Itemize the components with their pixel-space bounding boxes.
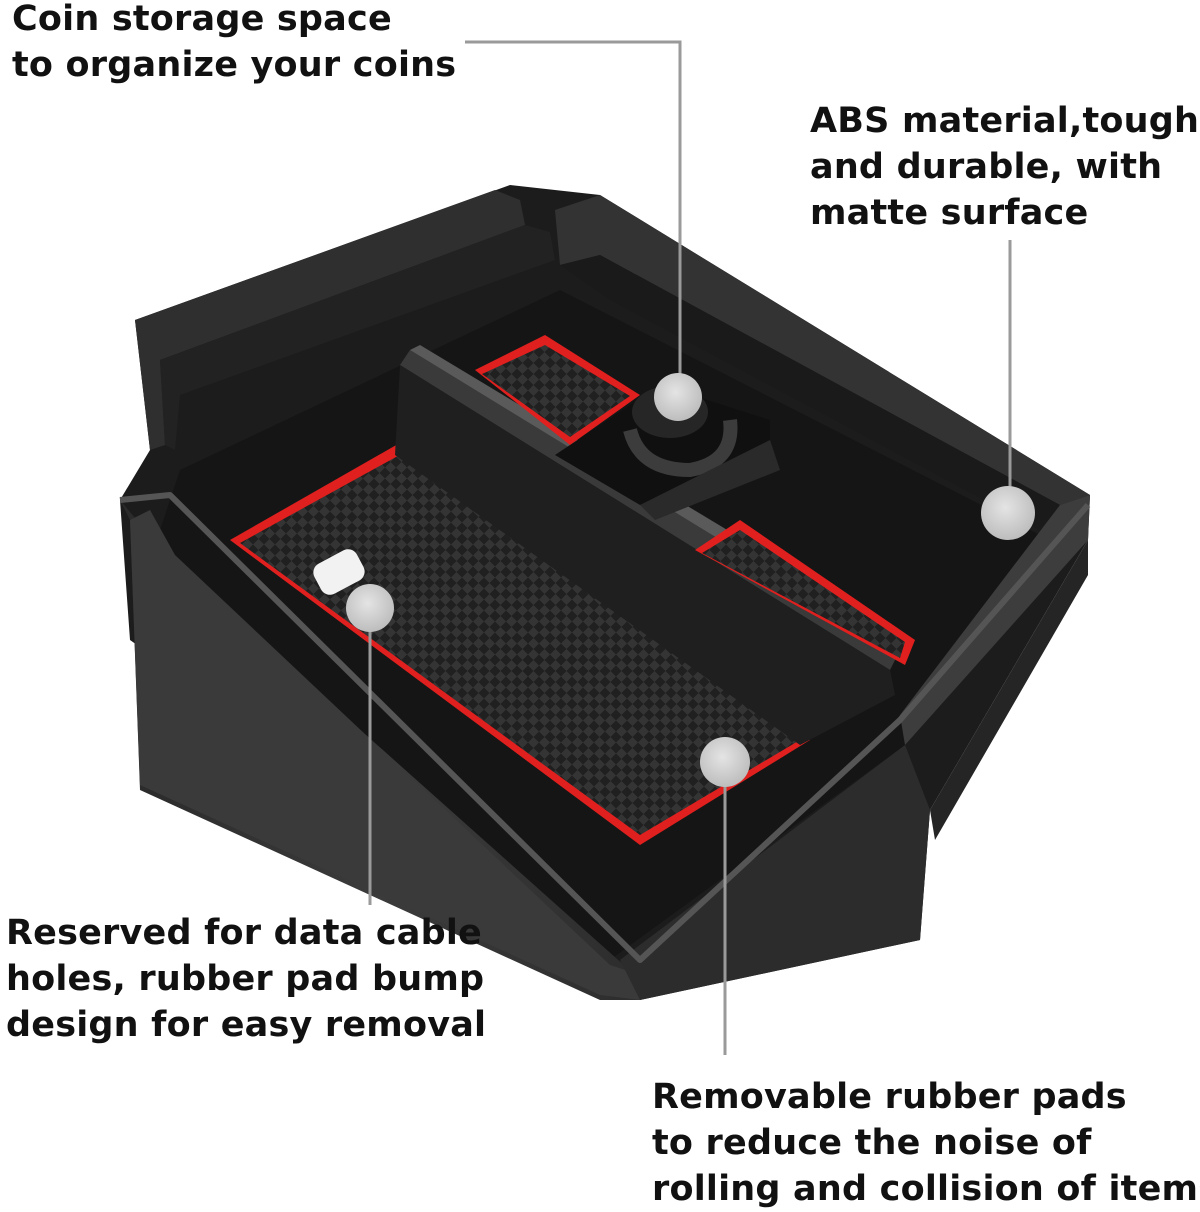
coin-storage-caption: Coin storage space to organize your coin…	[12, 0, 457, 85]
cable-hole	[313, 549, 365, 595]
data-cable-caption: Reserved for data cable holes, rubber pa…	[6, 913, 487, 1045]
pads-callout-dot	[700, 737, 750, 787]
coin-callout-dot	[654, 373, 702, 421]
small-rubber-pad-right	[695, 520, 915, 665]
callout-lines	[368, 40, 1012, 1055]
rubber-pads-caption: Removable rubber pads to reduce the nois…	[652, 1077, 1200, 1209]
cable-callout-dot	[346, 584, 394, 632]
abs-material-caption: ABS material,tough and durable, with mat…	[810, 101, 1200, 233]
coin-callout-line	[465, 40, 682, 395]
coin-holder	[555, 385, 780, 520]
callout-dots	[346, 373, 1035, 787]
abs-callout-dot	[981, 486, 1035, 540]
tray-front-walls	[119, 492, 1091, 1000]
small-rubber-pad-back	[475, 335, 640, 445]
large-rubber-pad	[230, 440, 810, 845]
